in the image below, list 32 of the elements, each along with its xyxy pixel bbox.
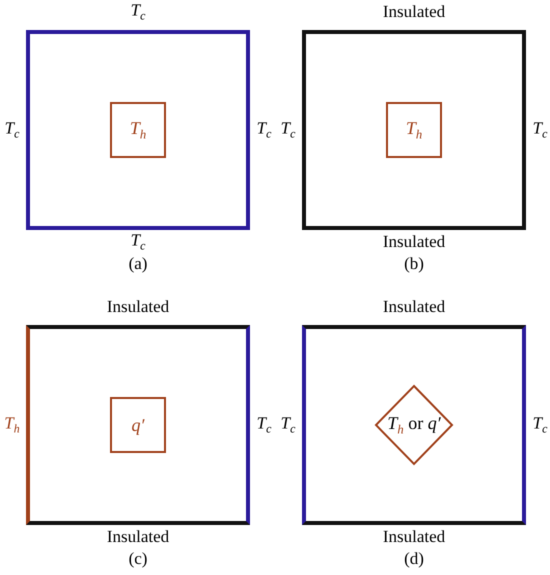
boundary-label: T$_{c}$ <box>532 118 548 142</box>
node-label: q′ <box>132 414 144 436</box>
boundary-label: T$_{c}$ <box>130 230 146 254</box>
boundary-label: T$_{c}$ <box>280 118 296 142</box>
node-label: T$_{h}$ <box>130 118 146 142</box>
heat-source-square <box>110 102 166 158</box>
enclosure-box <box>26 30 250 230</box>
heat-source-square <box>386 102 442 158</box>
boundary-label: T$_{h}$ <box>4 413 20 437</box>
boundary-label: T$_{c}$ <box>4 118 20 142</box>
panel-caption: (c) <box>128 549 148 569</box>
boundary-label: Insulated <box>382 297 446 317</box>
boundary-label: T$_{c}$ <box>532 413 548 437</box>
heat-source-square <box>110 397 166 453</box>
enclosure-box <box>302 325 526 525</box>
node-label: T$_{h}$ or q′ <box>387 412 441 438</box>
boundary-label: Insulated <box>106 527 170 547</box>
boundary-label: Insulated <box>382 232 446 252</box>
boundary-label: Insulated <box>382 527 446 547</box>
boundary-label: T$_{c}$ <box>130 0 146 24</box>
panel-caption: (a) <box>128 254 148 274</box>
panel-caption: (d) <box>404 549 424 569</box>
boundary-label: Insulated <box>382 2 446 22</box>
panel-caption: (b) <box>404 254 424 274</box>
enclosure-box <box>26 325 250 525</box>
boundary-label: Insulated <box>106 297 170 317</box>
boundary-label: T$_{c}$ <box>256 118 272 142</box>
node-label: T$_{h}$ <box>406 118 422 142</box>
enclosure-box <box>302 30 526 230</box>
diamond-region <box>375 385 453 465</box>
boundary-label: T$_{c}$ <box>256 413 272 437</box>
boundary-label: T$_{c}$ <box>280 413 296 437</box>
